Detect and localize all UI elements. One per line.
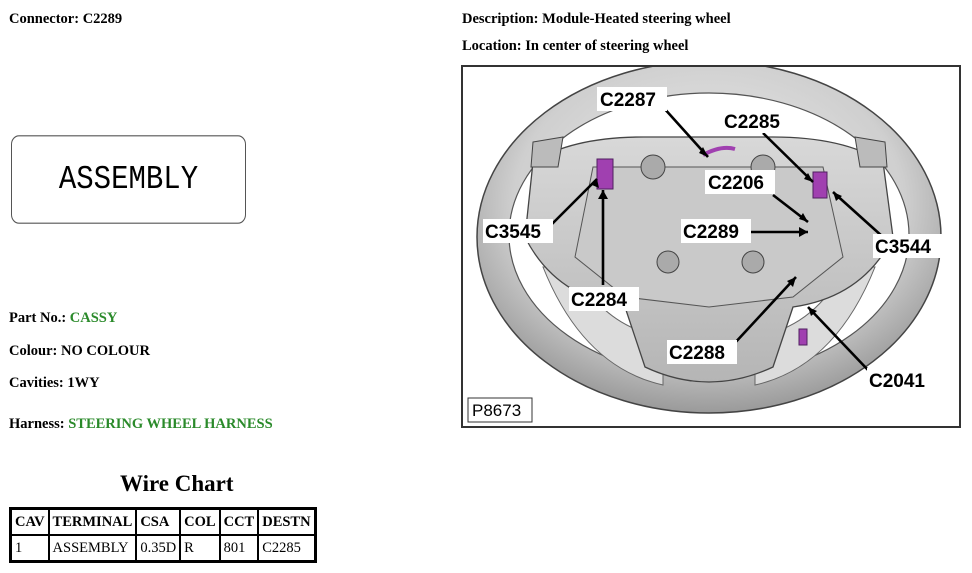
connector-value: C2289 — [82, 11, 123, 27]
callout-c2287: C2287 — [600, 90, 656, 111]
col-header-destn: DESTN — [257, 507, 317, 536]
connector-c3544-marker — [812, 171, 828, 199]
part-no-line: Part No.: CASSY — [9, 310, 117, 327]
location-label: Location: — [462, 38, 522, 54]
cell-cav: 1 — [9, 534, 50, 563]
callout-c3544: C3544 — [875, 237, 931, 258]
col-header-cct: CCT — [218, 507, 260, 536]
callout-c2206: C2206 — [708, 173, 764, 194]
picture-number: P8673 — [472, 401, 521, 420]
col-header-col: COL — [179, 507, 221, 536]
connector-face-text: ASSEMBLY — [58, 160, 199, 199]
callout-c2284: C2284 — [571, 290, 627, 311]
connector-heading: Connector: C2289 — [9, 11, 122, 28]
cavities-line: Cavities: 1WY — [9, 375, 100, 392]
description-label: Description: — [462, 11, 539, 27]
cell-csa: 0.35D — [135, 534, 182, 563]
colour-line: Colour: NO COLOUR — [9, 343, 150, 360]
wire-chart-title: Wire Chart — [120, 471, 234, 496]
callout-c2288: C2288 — [669, 343, 725, 364]
cavities-label: Cavities: — [9, 375, 64, 391]
harness-value[interactable]: STEERING WHEEL HARNESS — [68, 416, 273, 432]
table-row: 1 ASSEMBLY 0.35D R 801 C2285 — [9, 534, 317, 563]
location-line: Location: In center of steering wheel — [462, 38, 688, 55]
callout-c2289: C2289 — [683, 222, 739, 243]
part-no-value[interactable]: CASSY — [69, 310, 118, 326]
harness-line: Harness: STEERING WHEEL HARNESS — [9, 416, 273, 433]
connector-label: Connector: — [9, 11, 80, 27]
col-header-cav: CAV — [9, 507, 50, 536]
cell-cct: 801 — [218, 534, 260, 563]
cell-destn[interactable]: C2285 — [257, 534, 317, 563]
wire-chart-header-row: CAV TERMINAL CSA COL CCT DESTN — [9, 507, 317, 536]
callout-c3545: C3545 — [485, 222, 541, 243]
part-no-label: Part No.: — [9, 310, 67, 326]
harness-label: Harness: — [9, 416, 65, 432]
wire-chart-table: CAV TERMINAL CSA COL CCT DESTN 1 ASSEMBL… — [9, 507, 317, 563]
connector-face-image: ASSEMBLY — [11, 135, 246, 224]
colour-label: Colour: — [9, 343, 58, 359]
col-header-csa: CSA — [135, 507, 182, 536]
cavities-value: 1WY — [67, 375, 100, 391]
callout-c2285: C2285 — [724, 112, 780, 133]
cell-terminal: ASSEMBLY — [47, 534, 138, 563]
location-diagram: C2287 C2285 C2206 C3545 C2289 C3544 C228… — [461, 65, 961, 428]
callout-c2041: C2041 — [869, 371, 925, 392]
colour-value: NO COLOUR — [60, 343, 150, 359]
description-line: Description: Module-Heated steering whee… — [462, 11, 731, 28]
description-value: Module-Heated steering wheel — [542, 11, 731, 27]
col-header-terminal: TERMINAL — [47, 507, 138, 536]
cell-col: R — [179, 534, 221, 563]
connector-c3545-marker — [596, 158, 614, 190]
location-value: In center of steering wheel — [525, 38, 689, 54]
steering-wheel-illustration: C2287 C2285 C2206 C3545 C2289 C3544 C228… — [467, 67, 945, 423]
